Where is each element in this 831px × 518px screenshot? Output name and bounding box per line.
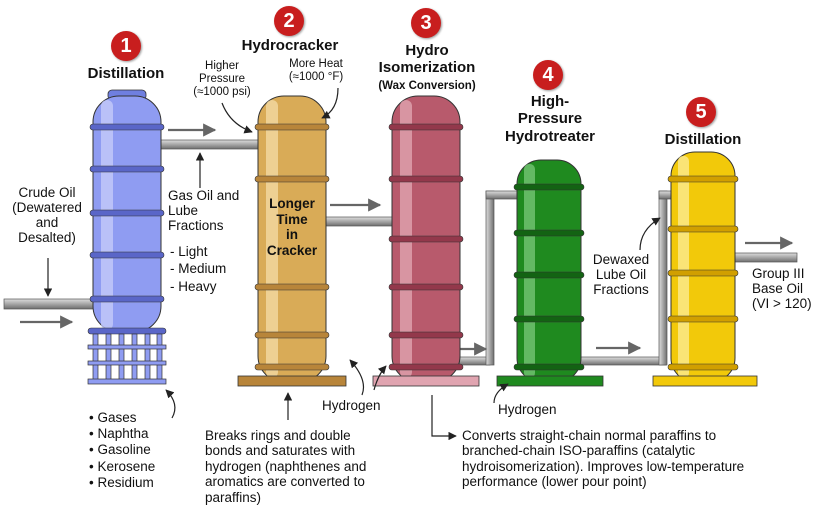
crude-feed-pipe	[3, 298, 95, 310]
gas-oil-pipe	[154, 139, 266, 150]
hydrotreated-pipe	[658, 190, 668, 366]
bottoms-item: Gasoline	[89, 442, 155, 458]
tower-5-base	[652, 375, 758, 387]
stage-2-title: Hydrocracker	[241, 37, 339, 54]
bottoms-item: Residium	[89, 475, 155, 491]
stage-5-badge: 5	[686, 97, 716, 127]
stage-3-title: Hydro Isomerization	[378, 42, 476, 77]
gas-oil-label: Gas Oil and Lube Fractions	[168, 188, 240, 234]
crude-oil-label: Crude Oil (Dewatered and Desalted)	[12, 185, 82, 246]
product-label: Group III Base Oil (VI > 120)	[752, 266, 812, 312]
hydrocracker-notes: Breaks rings and double bonds and satura…	[205, 428, 367, 505]
isomerization-notes: Converts straight-chain normal paraffins…	[462, 428, 745, 490]
stage-2-badge: 2	[274, 6, 304, 36]
bottoms-item: Naphtha	[89, 426, 155, 442]
stage-5-title: Distillation	[664, 131, 742, 148]
pressure-label: Higher Pressure (≈1000 psi)	[193, 60, 251, 98]
pipes	[3, 139, 798, 366]
tower-1-distillation	[87, 89, 167, 385]
fraction-heavy: - Heavy	[170, 279, 217, 294]
stage-3-badge: 3	[411, 8, 441, 38]
hydrogen-label-1: Hydrogen	[322, 398, 381, 413]
heat-label: More Heat (≈1000 °F)	[288, 58, 344, 83]
tower-2-base	[237, 375, 347, 387]
bottoms-item: Gases	[89, 410, 155, 426]
tower-3-base	[372, 375, 480, 387]
hydrogen-label-2: Hydrogen	[498, 402, 557, 417]
tower-4-base	[496, 375, 604, 387]
stage-1-badge: 1	[111, 31, 141, 61]
stage-4-title: High- Pressure Hydrotreater	[504, 93, 596, 145]
bottoms-list: Gases Naphtha Gasoline Kerosene Residium	[89, 410, 155, 491]
fraction-medium: - Medium	[170, 261, 227, 276]
tower-4-hydrotreater	[496, 159, 604, 387]
stage-4-badge: 4	[533, 60, 563, 90]
dewaxed-label: Dewaxed Lube Oil Fractions	[592, 252, 650, 298]
stage-3-subtitle: (Wax Conversion)	[378, 80, 476, 92]
isomerate-pipe	[485, 190, 495, 366]
tower-5-distillation	[652, 151, 758, 387]
flow-arrows	[20, 123, 794, 356]
cracked-oil-pipe	[319, 216, 399, 227]
fraction-light: - Light	[170, 244, 208, 259]
tower-3-isomerization	[372, 95, 480, 387]
tower-2-text: Longer Time in Cracker	[266, 196, 318, 258]
tower-2-hydrocracker	[237, 95, 347, 387]
stage-1-title: Distillation	[87, 65, 165, 82]
bottoms-item: Kerosene	[89, 459, 155, 475]
pointer-arrows	[43, 87, 661, 441]
product-pipe	[734, 252, 798, 263]
